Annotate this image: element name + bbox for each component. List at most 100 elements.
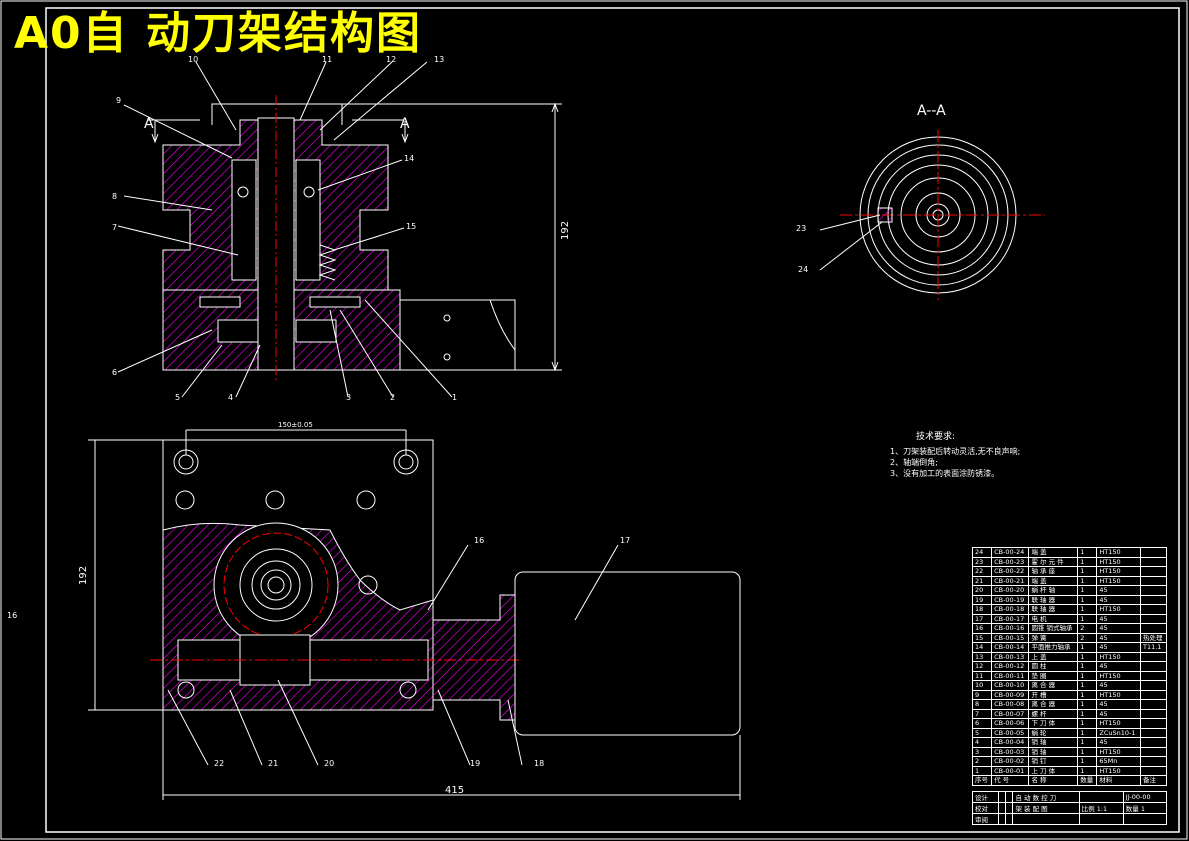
bom-cell-note: 热处理 <box>1139 632 1168 643</box>
bom-cell-mat: 45 <box>1096 632 1141 643</box>
bom-cell-note <box>1139 765 1168 776</box>
bom-cell-no: 17 <box>971 613 993 624</box>
drawing-title: A0自 动刀架结构图 <box>14 8 422 59</box>
callout-1: 1 <box>452 393 457 402</box>
bom-cell-code: CB-00-23 <box>991 556 1030 567</box>
bom-cell-qty: 1 <box>1077 680 1098 691</box>
tb-cell: 数量 1 <box>1122 802 1168 814</box>
section-aa-view <box>819 130 1045 300</box>
callout-7: 7 <box>112 223 117 232</box>
bom-cell-note <box>1139 585 1168 596</box>
bom-cell-code: CB-00-10 <box>991 680 1030 691</box>
bom-cell-qty: 1 <box>1077 585 1098 596</box>
bom-cell-code: CB-00-08 <box>991 699 1030 710</box>
bom-cell-note <box>1139 718 1168 729</box>
bom-cell-note <box>1139 566 1168 577</box>
cut-marker-left: A <box>144 116 154 132</box>
bom-cell-note <box>1139 737 1168 748</box>
bom-cell-qty: 1 <box>1077 689 1098 700</box>
bom-cell-code: CB-00-07 <box>991 708 1030 719</box>
title-block-row: 设计 自 动 数 控 刀 JJ-00-00 <box>971 791 1168 803</box>
bom-cell-name: 销 钉 <box>1028 756 1079 767</box>
tb-cell: 审阅 <box>971 813 1000 825</box>
callout-20: 20 <box>324 759 334 768</box>
tb-cell <box>1005 791 1014 803</box>
bom-cell-no: 15 <box>971 632 993 643</box>
bom-cell-mat: 65Mn <box>1096 756 1141 767</box>
tech-item: 2、轴端倒角; <box>890 458 938 467</box>
bom-cell-name: 弹 簧 <box>1028 632 1079 643</box>
bom-cell-note <box>1139 689 1168 700</box>
bom-cell-mat: HT150 <box>1096 746 1141 757</box>
bom-cell-mat: 45 <box>1096 737 1141 748</box>
bom-cell-name: 销 轴 <box>1028 737 1079 748</box>
bom-cell-note <box>1139 623 1168 634</box>
tb-cell <box>1122 813 1168 825</box>
bom-cell-no: 16 <box>971 623 993 634</box>
bom-cell-mat: 45 <box>1096 613 1141 624</box>
bom-cell-no: 5 <box>971 727 993 738</box>
bom-cell-qty: 1 <box>1077 718 1098 729</box>
bom-cell-note <box>1139 756 1168 767</box>
bom-cell-qty: 1 <box>1077 651 1098 662</box>
bom-cell-mat: HT150 <box>1096 566 1141 577</box>
bom-cell-mat: HT150 <box>1096 670 1141 681</box>
bom-cell-code: CB-00-16 <box>991 623 1030 634</box>
bom-cell-name: 蜗 杆 轴 <box>1028 585 1079 596</box>
callout-11: 11 <box>322 55 332 64</box>
bom-cell-code: CB-00-09 <box>991 689 1030 700</box>
bom-cell-mat: 材料 <box>1096 775 1141 786</box>
bom-cell-mat: 45 <box>1096 680 1141 691</box>
bom-cell-mat: 45 <box>1096 623 1141 634</box>
bom-cell-code: CB-00-17 <box>991 613 1030 624</box>
tb-cell <box>998 791 1007 803</box>
bom-cell-name: 平面推力轴承 <box>1028 642 1079 653</box>
bom-cell-qty: 1 <box>1077 727 1098 738</box>
spring <box>318 244 337 281</box>
bom-cell-mat: HT150 <box>1096 718 1141 729</box>
callout-22: 22 <box>214 759 224 768</box>
tb-cell: 自 动 数 控 刀 <box>1012 791 1080 803</box>
bom-cell-qty: 1 <box>1077 756 1098 767</box>
bom-cell-mat: 45 <box>1096 661 1141 672</box>
bom-cell-code: CB-00-05 <box>991 727 1030 738</box>
bom-cell-note <box>1139 661 1168 672</box>
bom-cell-no: 21 <box>971 575 993 586</box>
callout-15: 15 <box>406 222 416 231</box>
bom-cell-mat: 45 <box>1096 585 1141 596</box>
bom-cell-mat: ZCuSn10-1 <box>1096 727 1141 738</box>
callout-2: 2 <box>390 393 395 402</box>
bom-cell-name: 上 盖 <box>1028 651 1079 662</box>
dim-width-bottom: 415 <box>445 785 464 796</box>
bom-cell-note: 备注 <box>1139 775 1168 786</box>
bom-cell-code: CB-00-14 <box>991 642 1030 653</box>
bom-cell-name: 联 轴 器 <box>1028 594 1079 605</box>
bom-cell-qty: 1 <box>1077 699 1098 710</box>
bom-cell-code: CB-00-15 <box>991 632 1030 643</box>
bom-cell-qty: 1 <box>1077 737 1098 748</box>
bom-cell-no: 20 <box>971 585 993 596</box>
side-number: 16 <box>7 611 18 620</box>
bom-cell-note <box>1139 699 1168 710</box>
title-block-row: 审阅 <box>971 813 1168 825</box>
bom-cell-mat: 45 <box>1096 708 1141 719</box>
tech-item: 1、刀架装配后转动灵活,无不良声响; <box>890 447 1021 456</box>
callout-8: 8 <box>112 192 117 201</box>
bom-cell-note: T11.1 <box>1139 642 1168 653</box>
callout-19: 19 <box>470 759 480 768</box>
bom-cell-qty: 1 <box>1077 556 1098 567</box>
inner-frame <box>45 7 1180 833</box>
callout-6: 6 <box>112 368 117 377</box>
bom-cell-no: 1 <box>971 765 993 776</box>
